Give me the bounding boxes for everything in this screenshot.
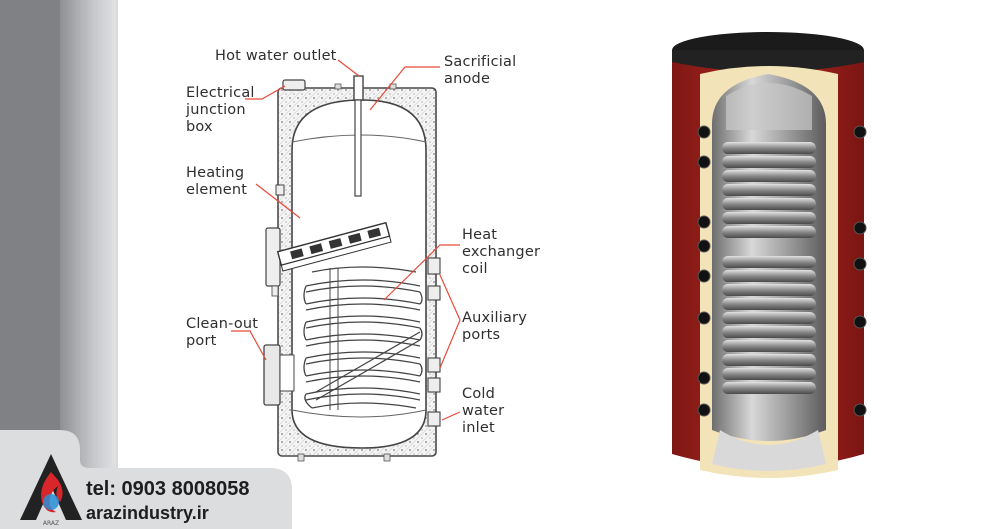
junction-box (282, 79, 306, 91)
side-ports (427, 257, 441, 427)
cutaway-tank (672, 32, 867, 478)
araz-logo-icon: ARAZ (20, 454, 82, 526)
label-hot-water-outlet: Hot water outlet (215, 48, 337, 64)
sacrificial-anode (354, 99, 362, 197)
label-heating-element: Heating element (186, 165, 248, 198)
contact-website[interactable]: arazindustry.ir (86, 503, 209, 523)
label-heat-exchanger-coil: Heat exchanger coil (462, 227, 541, 277)
heating-element (276, 221, 392, 272)
heat-exchanger-coil (303, 266, 423, 410)
svg-text:ARAZ: ARAZ (43, 520, 59, 526)
coil-stack (722, 142, 816, 394)
label-auxiliary-ports: Auxiliary ports (462, 310, 528, 343)
label-sacrificial-anode: Sacrificial anode (444, 54, 517, 87)
clean-out-port (263, 344, 281, 406)
label-cold-water-inlet: Cold water inlet (462, 386, 505, 436)
label-electrical-junction-box: Electrical junction box (186, 85, 255, 135)
cross-section-drawing (263, 75, 441, 462)
hot-water-outlet-pipe (353, 75, 364, 101)
contact-phone: tel: 0903 8008058 (86, 478, 250, 500)
leader-lines (231, 59, 461, 421)
label-clean-out-port: Clean-out port (186, 316, 259, 349)
port-knobs (697, 125, 867, 417)
